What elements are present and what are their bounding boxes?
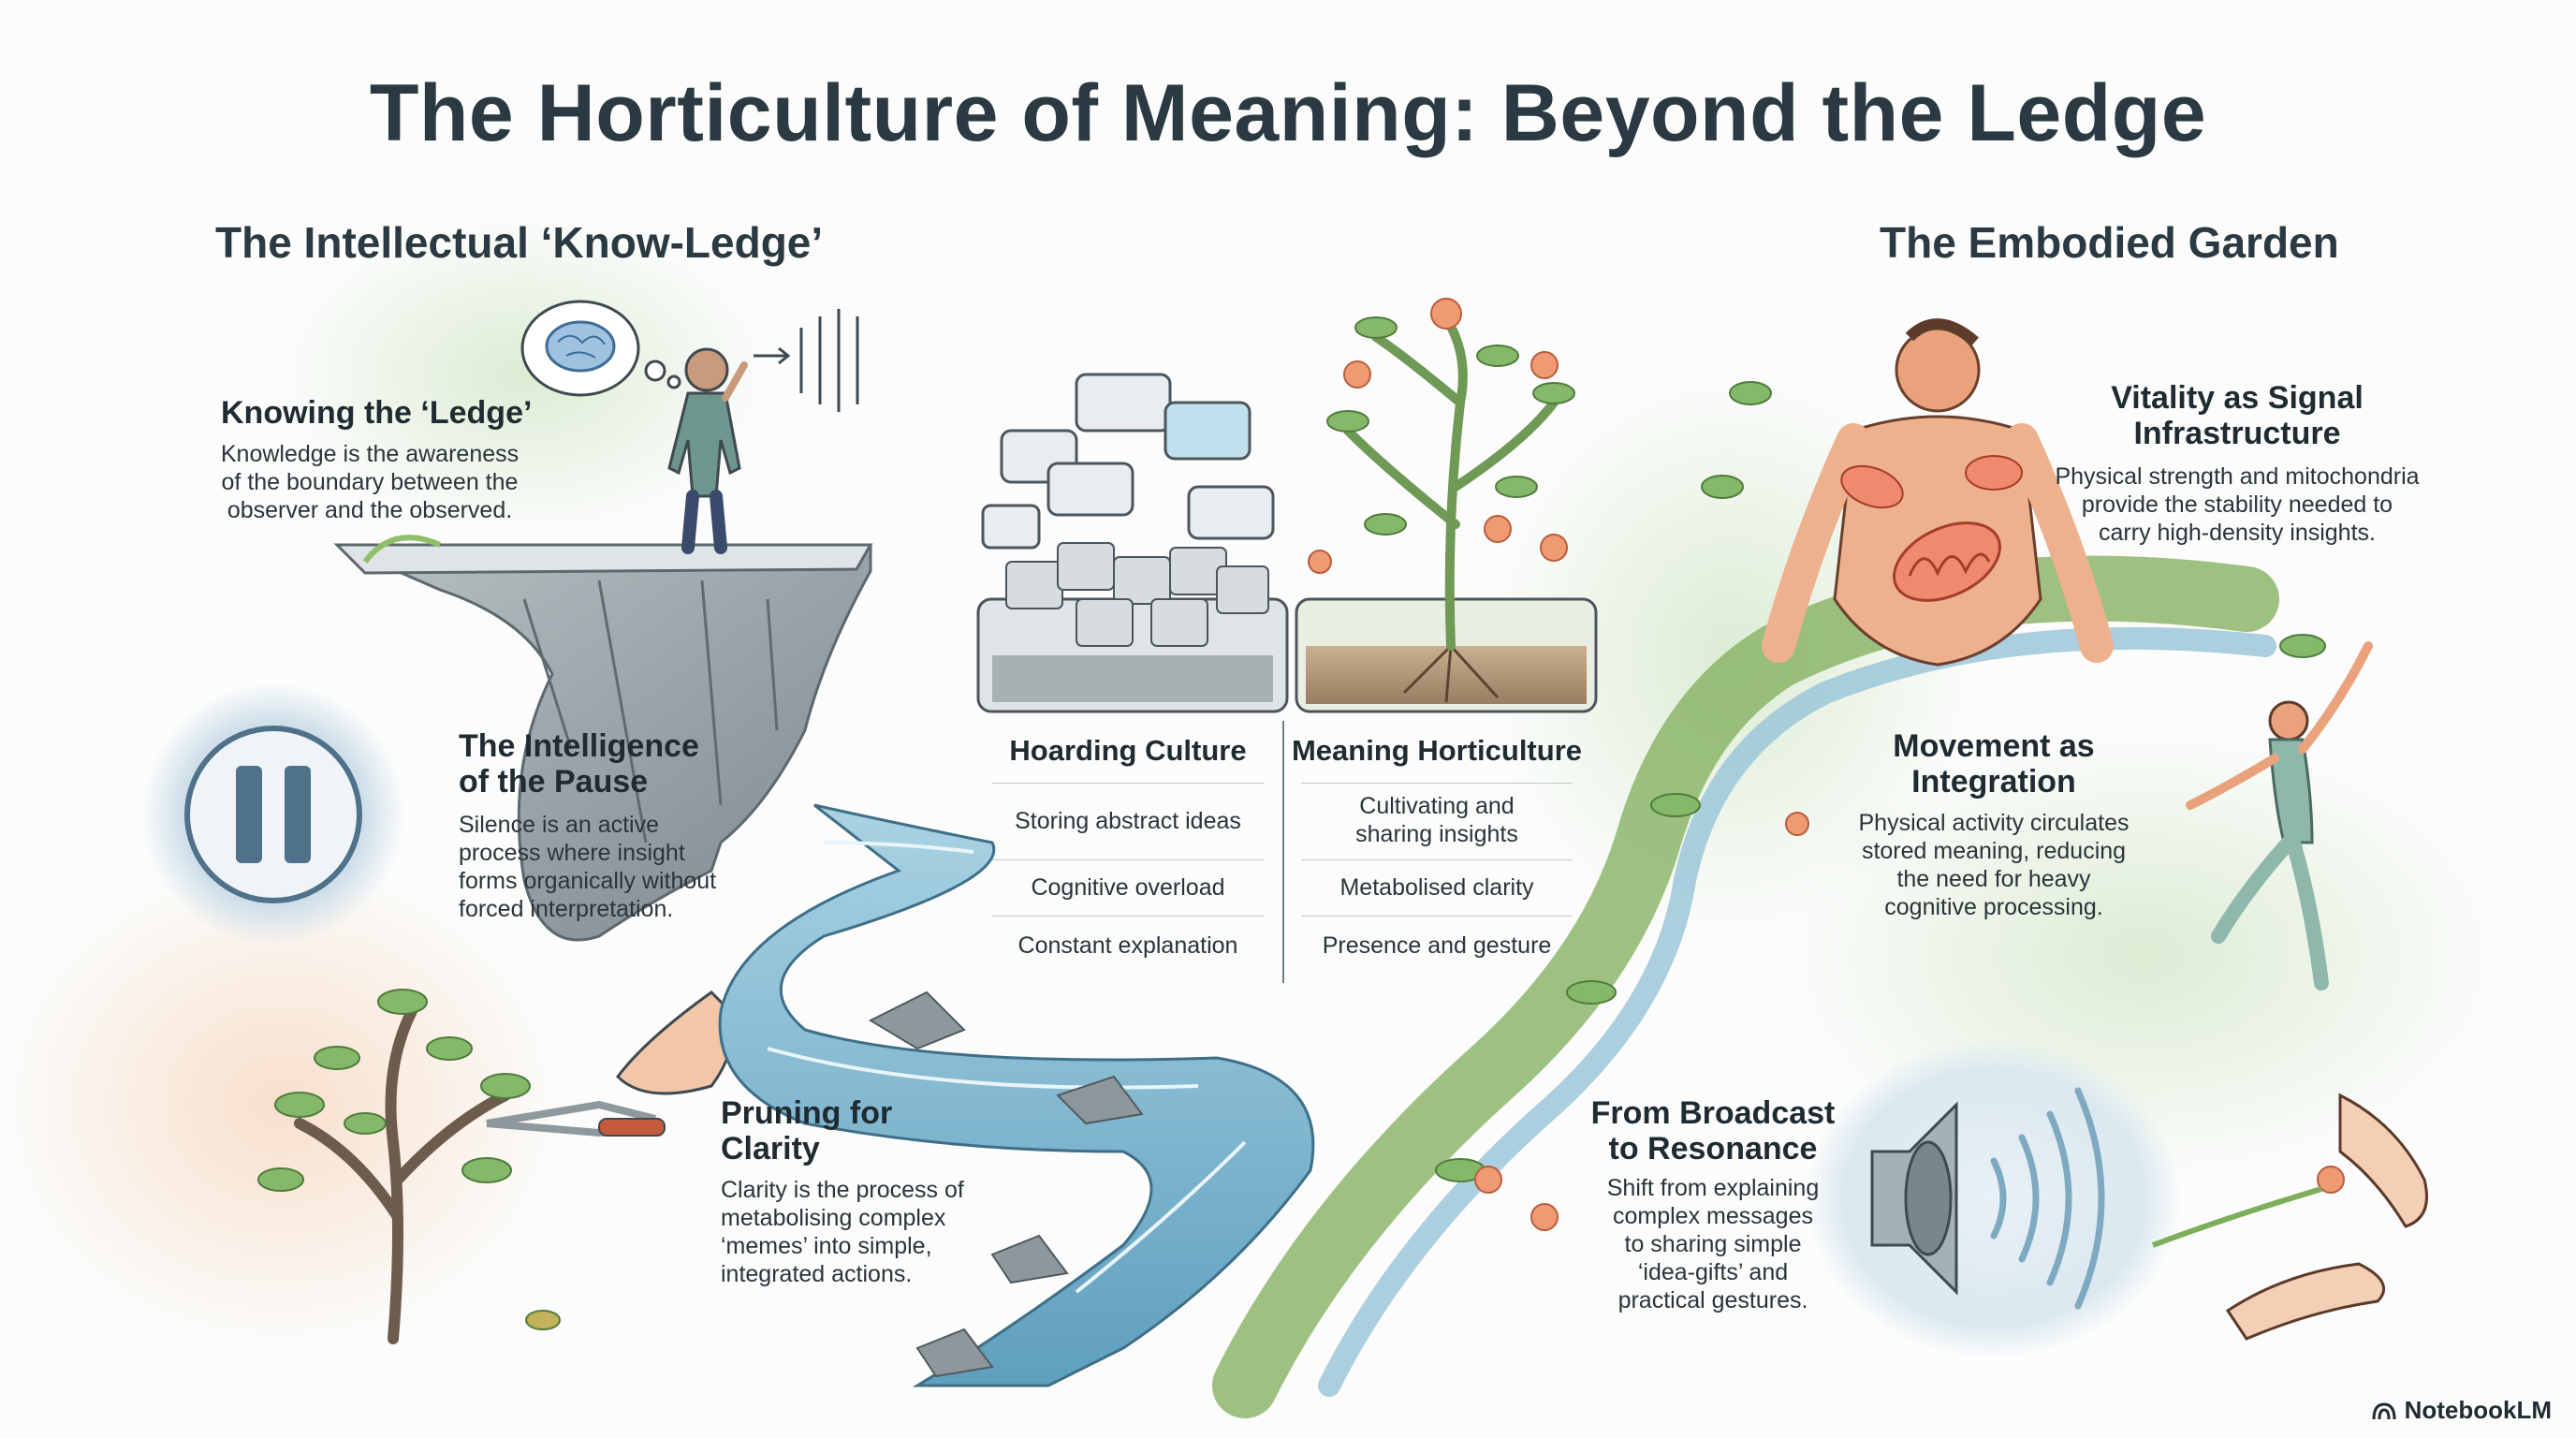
vitality-title: Vitality as Signal Infrastructure xyxy=(2041,380,2434,451)
vitality-title-line: Vitality as Signal xyxy=(2111,380,2364,416)
movement-body-line: the need for heavy xyxy=(1896,866,2091,892)
vitality-body: Physical strength and mitochondria provi… xyxy=(2022,462,2452,547)
river xyxy=(718,803,1315,1387)
pruning-body-line: integrated actions. xyxy=(721,1261,913,1287)
chat-bubble-icon xyxy=(981,373,1275,550)
pause-icon xyxy=(142,683,404,946)
pruning-body-line: metabolising complex xyxy=(721,1205,946,1231)
broadcast-body-line: complex messages xyxy=(1613,1203,1813,1229)
table-rule xyxy=(992,859,1264,860)
movement-title: Movement as Integration xyxy=(1844,728,2144,800)
broadcast-body-line: practical gestures. xyxy=(1617,1287,1808,1313)
brand-name: NotebookLM xyxy=(2404,1396,2552,1424)
vitality-body-line: provide the stability needed to xyxy=(2081,492,2393,518)
table-divider xyxy=(1282,721,1284,983)
page-title: The Horticulture of Meaning: Beyond the … xyxy=(369,68,2207,158)
broadcast-body-line: Shift from explaining xyxy=(1606,1175,1820,1201)
movement-title-line: Movement as xyxy=(1893,728,2095,764)
pruning-body-line: ‘memes’ into simple, xyxy=(721,1233,932,1259)
pruning-tree xyxy=(257,989,561,1344)
speaker-icon xyxy=(1807,1039,2181,1357)
pruning-title-line: Pruning for xyxy=(721,1095,893,1131)
pause-body-line: forced interpretation. xyxy=(459,896,674,922)
table-rule xyxy=(992,916,1264,917)
pause-title: The Intelligence of the Pause xyxy=(459,728,699,800)
table-cell: Cultivating and sharing insights xyxy=(1282,792,1591,848)
comparison-table: Hoarding Culture Meaning Horticulture St… xyxy=(973,721,1591,983)
table-cell: Storing abstract ideas xyxy=(1015,808,1241,834)
boundary-lines xyxy=(754,309,859,412)
knowing-ledge-body: Knowledge is the awareness of the bounda… xyxy=(197,440,543,524)
pause-body-line: process where insight xyxy=(459,840,685,866)
movement-body: Physical activity circulates stored mean… xyxy=(1825,809,2162,921)
giving-hands xyxy=(2151,1093,2428,1341)
pause-title-line: The Intelligence xyxy=(459,728,699,764)
pause-body-line: Silence is an active xyxy=(459,812,660,838)
table-rule xyxy=(1301,783,1573,784)
broadcast-body: Shift from explaining complex messages t… xyxy=(1582,1174,1844,1314)
horticulture-bin xyxy=(1295,597,1598,713)
vitality-body-line: Physical strength and mitochondria xyxy=(2055,463,2420,490)
pause-body: Silence is an active process where insig… xyxy=(459,811,716,923)
mitochondria-icon xyxy=(1840,455,2023,602)
left-column-heading: The Intellectual ‘Know-Ledge’ xyxy=(215,218,824,267)
broadcast-title-line: From Broadcast xyxy=(1590,1095,1836,1131)
hoarding-bin xyxy=(976,542,1289,713)
movement-body-line: Physical activity circulates xyxy=(1858,810,2130,836)
table-cell-line: sharing insights xyxy=(1355,821,1518,847)
movement-body-line: cognitive processing. xyxy=(1884,894,2103,920)
table-cell: Presence and gesture xyxy=(1322,932,1552,959)
brand-mark: NotebookLM xyxy=(2371,1396,2552,1425)
broadcast-title-line: to Resonance xyxy=(1608,1131,1818,1167)
movement-body-line: stored meaning, reducing xyxy=(1861,838,2127,864)
pruning-body: Clarity is the process of metabolising c… xyxy=(721,1176,964,1288)
thinking-person xyxy=(667,347,748,554)
pruning-title-line: Clarity xyxy=(721,1131,820,1167)
pruning-body-line: Clarity is the process of xyxy=(721,1177,964,1203)
movement-title-line: Integration xyxy=(1911,764,2076,800)
pruning-shears-icon xyxy=(486,990,734,1137)
vitality-title-line: Infrastructure xyxy=(2133,416,2341,451)
broadcast-title: From Broadcast to Resonance xyxy=(1582,1095,1844,1167)
pause-body-line: forms organically without xyxy=(459,868,717,894)
pause-title-line: of the Pause xyxy=(459,764,649,800)
right-column-heading: The Embodied Garden xyxy=(1880,218,2339,267)
table-header-horticulture: Meaning Horticulture xyxy=(1291,734,1582,767)
pruning-title: Pruning for Clarity xyxy=(721,1095,892,1167)
broadcast-body-line: ‘idea-gifts’ and xyxy=(1637,1259,1789,1285)
knowing-body-line: Knowledge is the awareness xyxy=(220,441,520,467)
growing-tree xyxy=(1326,314,1575,651)
table-rule xyxy=(992,783,1264,784)
table-header-hoarding: Hoarding Culture xyxy=(1009,734,1247,767)
table-cell-line: Cultivating and xyxy=(1359,793,1515,819)
table-cell: Constant explanation xyxy=(1017,932,1238,959)
knowing-body-line: of the boundary between the xyxy=(221,469,519,495)
table-cell: Metabolised clarity xyxy=(1339,874,1534,901)
knowing-ledge-title: Knowing the ‘Ledge’ xyxy=(221,395,533,431)
table-rule xyxy=(1301,859,1573,860)
notebooklm-logo-icon xyxy=(2372,1401,2396,1419)
brain-icon xyxy=(545,320,616,373)
knowing-body-line: observer and the observed. xyxy=(227,497,513,523)
vitality-body-line: carry high-density insights. xyxy=(2099,520,2376,546)
table-rule xyxy=(1301,916,1573,917)
table-cell: Cognitive overload xyxy=(1031,874,1225,901)
dancer-figure xyxy=(2186,641,2373,990)
broadcast-body-line: to sharing simple xyxy=(1624,1231,1802,1257)
